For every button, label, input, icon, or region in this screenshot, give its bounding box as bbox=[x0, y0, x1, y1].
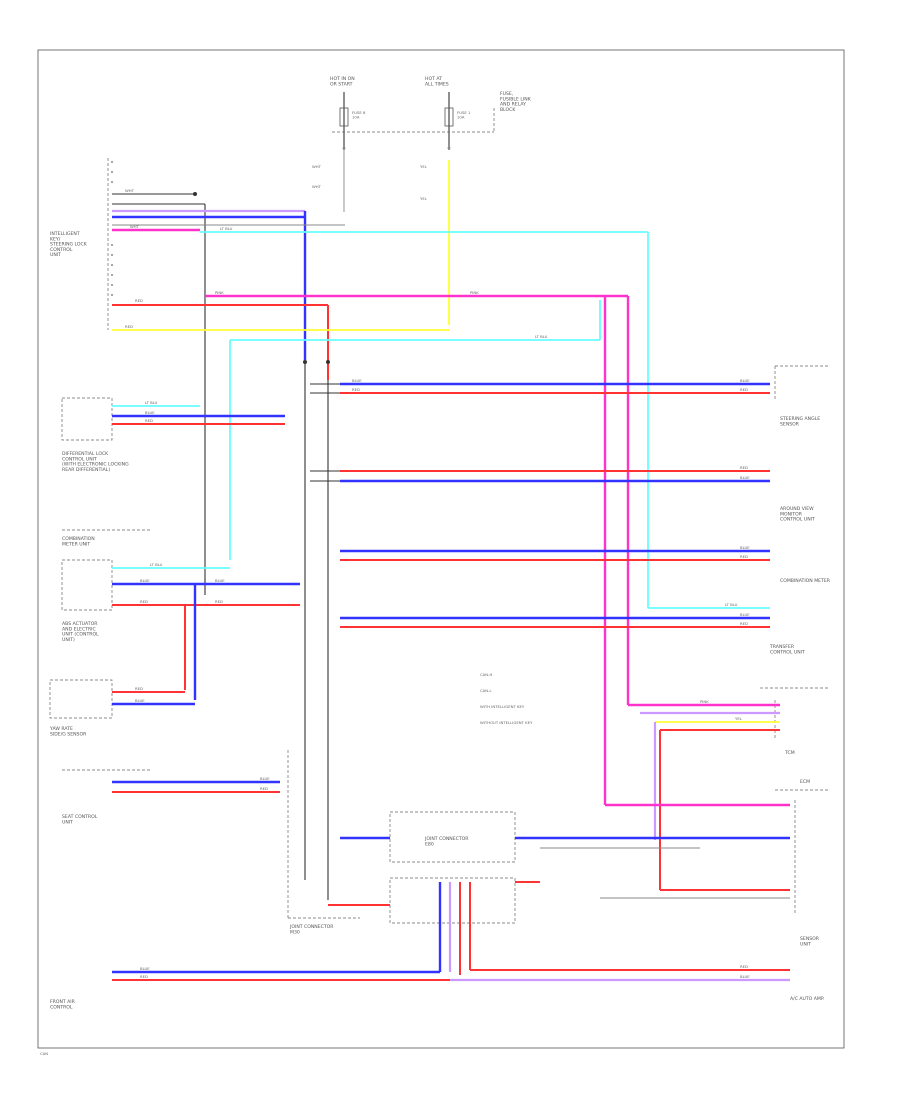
svg-text:BLUE: BLUE bbox=[352, 378, 362, 383]
svg-text:BLUE: BLUE bbox=[260, 776, 270, 781]
svg-text:RED: RED bbox=[125, 324, 133, 329]
svg-text:LT BLU: LT BLU bbox=[725, 602, 738, 607]
svg-text:BLUE: BLUE bbox=[740, 475, 750, 480]
combination-meter: BLUE RED COMBINATION METER bbox=[340, 545, 831, 584]
svg-text:RED: RED bbox=[740, 554, 748, 559]
svg-text:BLUE: BLUE bbox=[740, 545, 750, 550]
svg-text:BLUE: BLUE bbox=[135, 698, 145, 703]
svg-text:RED: RED bbox=[352, 387, 360, 392]
legend-2: CAN-L bbox=[480, 688, 492, 693]
svg-text:WHT: WHT bbox=[125, 188, 135, 193]
svg-text:RED: RED bbox=[135, 298, 143, 303]
legend-1: CAN-H bbox=[480, 672, 492, 677]
svg-text:WHT: WHT bbox=[130, 224, 140, 229]
svg-text:RED: RED bbox=[140, 974, 148, 979]
ac-auto-amp-label: A/C AUTO AMP. bbox=[790, 996, 824, 1002]
svg-text:LT BLU: LT BLU bbox=[220, 226, 233, 231]
svg-text:LT BLU: LT BLU bbox=[150, 562, 163, 567]
svg-text:PINK: PINK bbox=[215, 290, 224, 295]
svg-text:YEL: YEL bbox=[735, 716, 743, 721]
legend-4: WITHOUT INTELLIGENT KEY bbox=[480, 720, 533, 725]
svg-text:YEL: YEL bbox=[420, 164, 428, 169]
svg-text:PINK: PINK bbox=[700, 699, 709, 704]
svg-text:BLUE: BLUE bbox=[140, 578, 150, 583]
svg-text:RED: RED bbox=[740, 964, 748, 969]
svg-text:RED: RED bbox=[215, 599, 223, 604]
tcm-label: TCM bbox=[784, 750, 795, 756]
svg-text:BLUE: BLUE bbox=[740, 974, 750, 979]
svg-text:RED: RED bbox=[740, 387, 748, 392]
ecm-label: ECM bbox=[800, 779, 810, 785]
svg-text:RED: RED bbox=[740, 621, 748, 626]
svg-text:BLUE: BLUE bbox=[215, 578, 225, 583]
svg-text:BLUE: BLUE bbox=[140, 966, 150, 971]
tcm-unit: PINK YEL TCM bbox=[628, 687, 830, 890]
svg-text:RED: RED bbox=[260, 786, 268, 791]
legend-3: WITH INTELLIGENT KEY bbox=[480, 704, 525, 709]
svg-text:RED: RED bbox=[140, 599, 148, 604]
svg-text:RED: RED bbox=[135, 686, 143, 691]
svg-text:RED: RED bbox=[145, 418, 153, 423]
svg-text:RED: RED bbox=[740, 465, 748, 470]
svg-text:BLUE: BLUE bbox=[740, 378, 750, 383]
legend: CAN-H CAN-L WITH INTELLIGENT KEY WITHOUT… bbox=[480, 672, 533, 725]
svg-text:BLUE: BLUE bbox=[145, 410, 155, 415]
svg-text:WHT: WHT bbox=[312, 184, 322, 189]
diagram-frame bbox=[37, 49, 845, 1049]
footer-label: CAN bbox=[40, 1051, 48, 1056]
svg-text:LT BLU: LT BLU bbox=[535, 334, 548, 339]
svg-text:LT BLU: LT BLU bbox=[145, 400, 158, 405]
combination-meter-label: COMBINATION METER bbox=[780, 578, 831, 584]
svg-text:BLUE: BLUE bbox=[740, 612, 750, 617]
svg-text:WHT: WHT bbox=[312, 164, 322, 169]
svg-text:PINK: PINK bbox=[470, 290, 479, 295]
svg-text:YEL: YEL bbox=[420, 196, 428, 201]
